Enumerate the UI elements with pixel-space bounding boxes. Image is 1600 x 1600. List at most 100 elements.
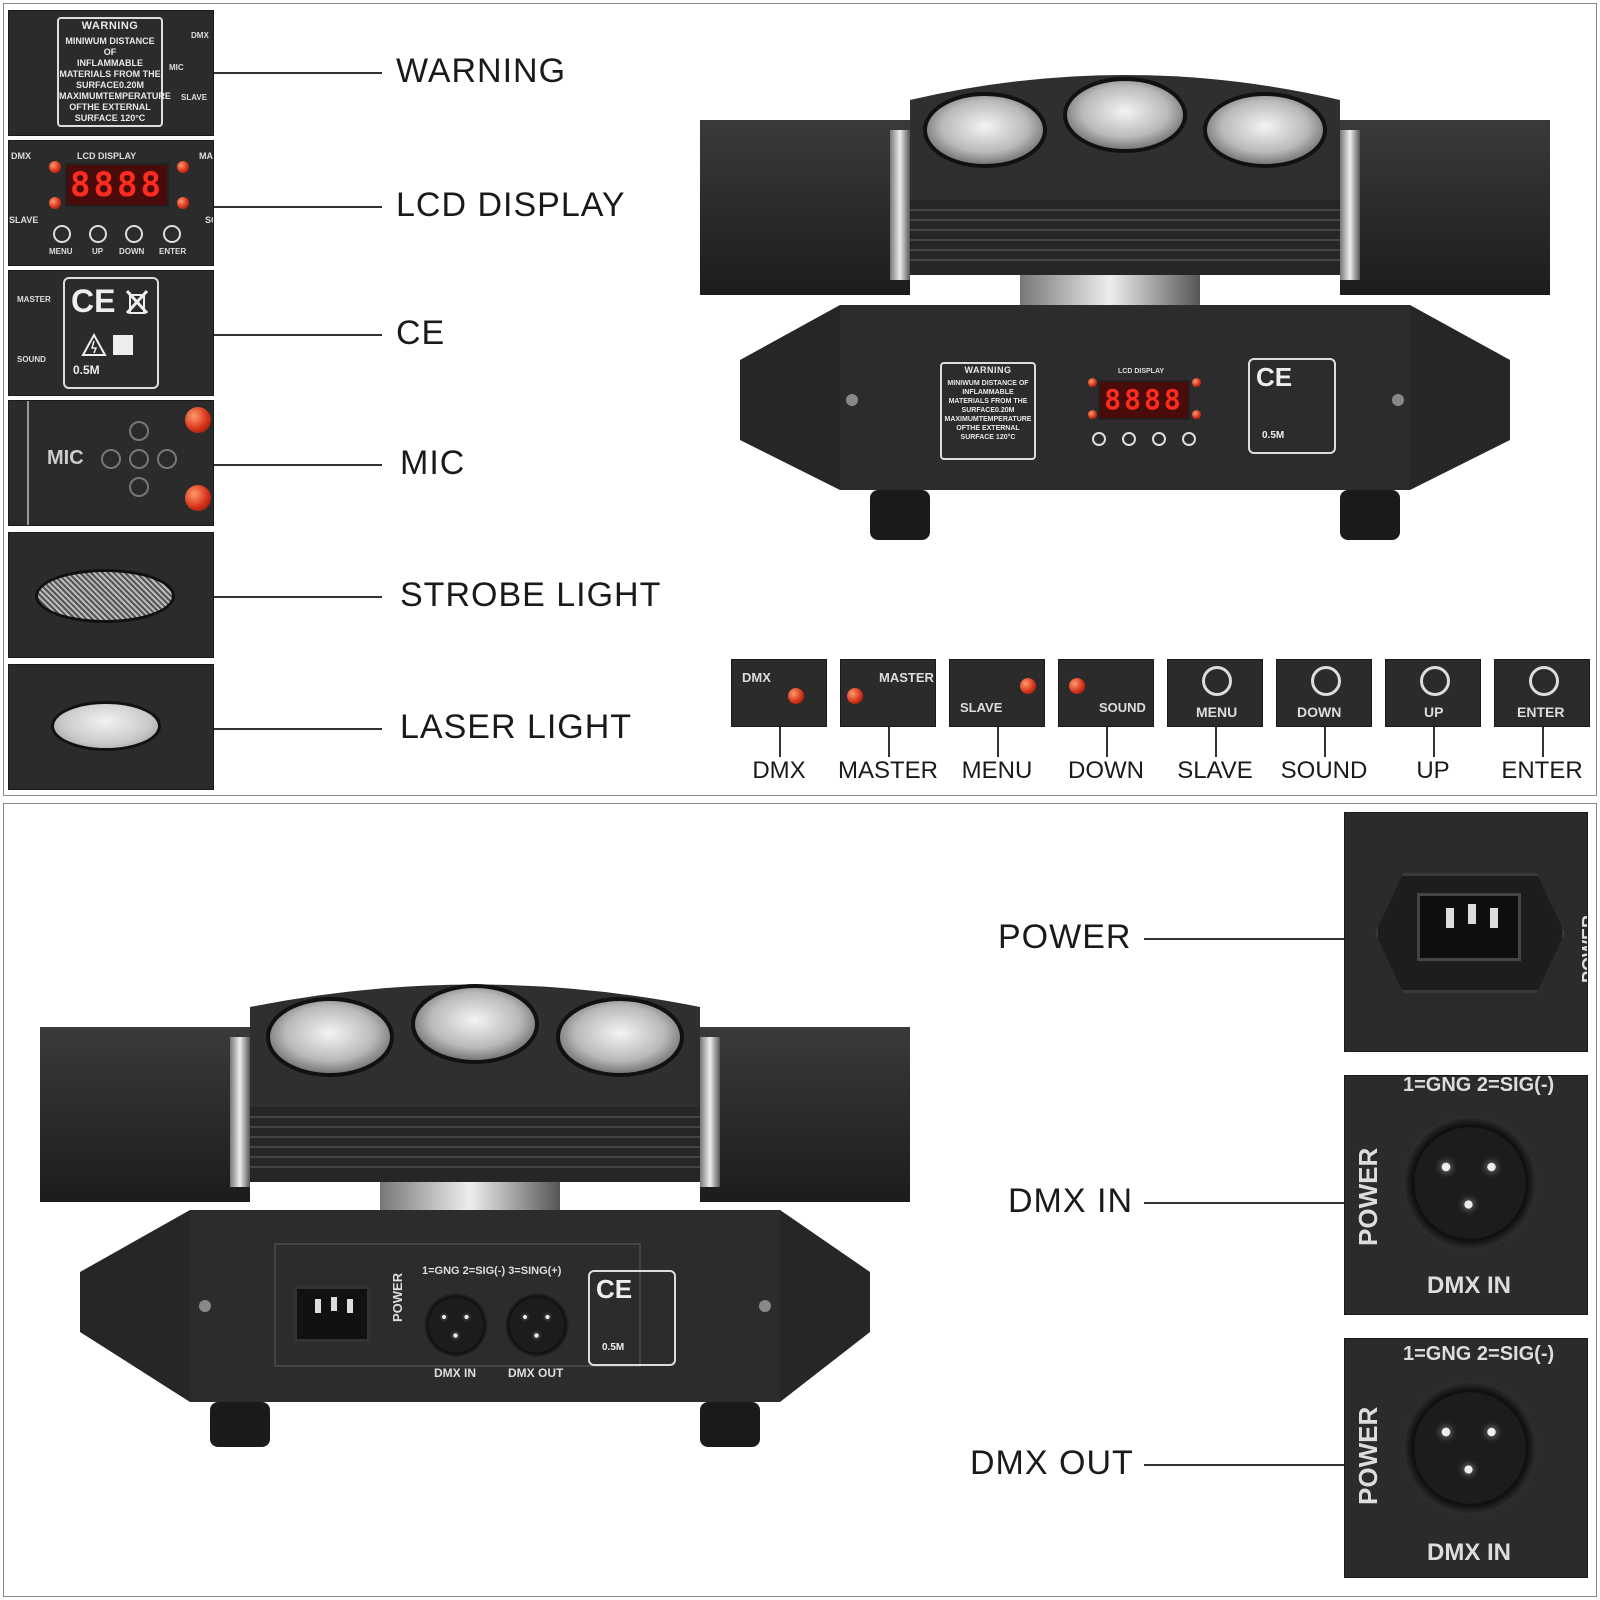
power-detail-thumbnail: POWER [1344, 812, 1588, 1052]
recycle-bin-icon [125, 289, 149, 315]
strip-label-up: UP [1416, 757, 1450, 784]
strip-thumb-up: UP [1385, 659, 1481, 727]
screw-icon [846, 394, 858, 406]
warning-line: SURFACE0.20M [75, 80, 145, 90]
ce-plate: CE 0.5M [63, 277, 159, 389]
lcd-display-mini-label: LCD DISPLAY [77, 151, 137, 161]
strobe-light-callout-label: STROBE LIGHT [400, 576, 662, 614]
led-display: 8888 [65, 163, 169, 207]
hazard-triangle-icon [81, 333, 107, 356]
strip-thumb-dmx: DMX [731, 659, 827, 727]
strip-thumb-sound: SOUND [1058, 659, 1154, 727]
dmx-in-connector-icon [1403, 1116, 1537, 1250]
front-lcd-label: LCD DISPLAY [1118, 368, 1165, 375]
right-wing [1340, 120, 1550, 295]
rear-power-label: POWER [390, 1272, 405, 1322]
lcd-display-callout-label: LCD DISPLAY [396, 186, 626, 224]
warning-line: MAXIMUMTEMPERATURE [59, 91, 171, 101]
sound-mini-label: SOUND [17, 355, 46, 364]
strip-thumb-slave: SLAVE [949, 659, 1045, 727]
power-callout-line [1144, 938, 1344, 940]
warning-line: SURFACE0.20M [961, 407, 1015, 414]
dmx-out-detail-thumbnail: 1=GNG 2=SIG(-) POWER DMX IN [1344, 1338, 1588, 1578]
enter-mini-label: ENTER [159, 247, 187, 256]
mic-hole-icon [129, 477, 149, 497]
warning-line: MINIWUM DISTANCE OF [947, 380, 1029, 387]
sound-indicator-icon [1192, 410, 1201, 419]
dmx-mini-label: DMX [11, 151, 31, 161]
strip-callout-line [888, 727, 890, 757]
indicator-icon [185, 407, 211, 433]
dmx-in-detail-label: DMX IN [1427, 1272, 1511, 1299]
dmx-in-detail-thumbnail: 1=GNG 2=SIG(-) POWER DMX IN [1344, 1075, 1588, 1315]
menu-mini-label: MENU [49, 247, 73, 256]
rear-ce-plate: CE 0.5M [588, 1270, 676, 1366]
button-ring-icon [1311, 666, 1341, 696]
dmx-indicator-icon [49, 161, 61, 173]
screw-icon [759, 1300, 771, 1312]
warning-callout-line [214, 72, 382, 74]
dmx-out-callout-line [1144, 1464, 1344, 1466]
warning-line: MATERIALS FROM THE [948, 398, 1028, 405]
up-mini-label: UP [92, 247, 104, 256]
strip-thumb-master: MASTER [840, 659, 936, 727]
strip-callout-line [1542, 727, 1544, 757]
slave-mini-label: SLAVE [9, 215, 39, 225]
indicator-icon [1069, 678, 1085, 694]
power-detail-label: POWER [1579, 914, 1588, 983]
master-mini-label: MASTER [199, 151, 213, 161]
menu-button-icon [53, 225, 71, 243]
warning-thumbnail: WARNING MINIWUM DISTANCE OF INFLAMMABLE … [8, 10, 214, 136]
yoke-column [380, 1182, 560, 1210]
warning-line: OFTHE EXTERNAL [956, 425, 1020, 432]
ce-mark-icon: CE [1256, 362, 1293, 392]
strip-label-down: DOWN [1068, 757, 1144, 784]
mic-hole-icon [129, 421, 149, 441]
dmx-indicator-icon [1088, 378, 1097, 387]
warning-callout-label: WARNING [396, 52, 567, 90]
dmx-in-callout-label: DMX IN [1008, 1182, 1133, 1220]
strip-thumb-menu: MENU [1167, 659, 1263, 727]
lens-icon [923, 92, 1047, 168]
ce-mark-icon: CE [71, 283, 116, 319]
lens-icon [411, 984, 539, 1064]
indicator-icon [1020, 678, 1036, 694]
lens-icon [1063, 77, 1187, 153]
mic-hole-icon [157, 449, 177, 469]
button-ring-icon [1529, 666, 1559, 696]
warning-line: SURFACE 120°C [74, 113, 146, 123]
left-wing [40, 1027, 250, 1202]
warning-line: SURFACE 120°C [960, 434, 1016, 441]
power-inlet-icon [294, 1286, 370, 1342]
button-ring-icon [1202, 666, 1232, 696]
dmx-out-connector-icon [504, 1292, 570, 1358]
strip-callout-line [1433, 727, 1435, 757]
warning-plate: WARNING MINIWUM DISTANCE OF INFLAMMABLE … [57, 17, 171, 127]
right-axle [1340, 130, 1360, 280]
strip-label-slave: SLAVE [1177, 757, 1253, 784]
button-ring-icon [1420, 666, 1450, 696]
down-button-icon [125, 225, 143, 243]
warning-line: MAXIMUMTEMPERATURE [944, 416, 1032, 423]
divider [27, 401, 29, 525]
dmx-out-detail-label: DMX IN [1427, 1539, 1511, 1566]
enter-button-icon [163, 225, 181, 243]
front-led-display: 8888 [1098, 380, 1190, 420]
rear-dmx-in-label: DMX IN [434, 1366, 476, 1380]
lens-icon [1203, 92, 1327, 168]
master-mini-label: MASTER [17, 295, 51, 304]
distance-label: 0.5M [1262, 430, 1285, 441]
indicator-icon [847, 688, 863, 704]
fixture-rear-image [40, 984, 910, 1447]
indicator-icon [788, 688, 804, 704]
distance-label: 0.5M [73, 363, 100, 377]
pin-legend-detail: 1=GNG 2=SIG(-) [1403, 1075, 1555, 1096]
front-down-button-icon [1152, 432, 1166, 446]
up-button-icon [89, 225, 107, 243]
screw-icon [1392, 394, 1404, 406]
ce-callout-line [214, 334, 382, 336]
front-warning-plate: WARNING MINIWUM DISTANCE OF INFLAMMABLE … [940, 362, 1036, 460]
strip-callout-line [1324, 727, 1326, 757]
left-axle [890, 130, 910, 280]
pin-legend-detail: 1=GNG 2=SIG(-) [1403, 1343, 1555, 1365]
